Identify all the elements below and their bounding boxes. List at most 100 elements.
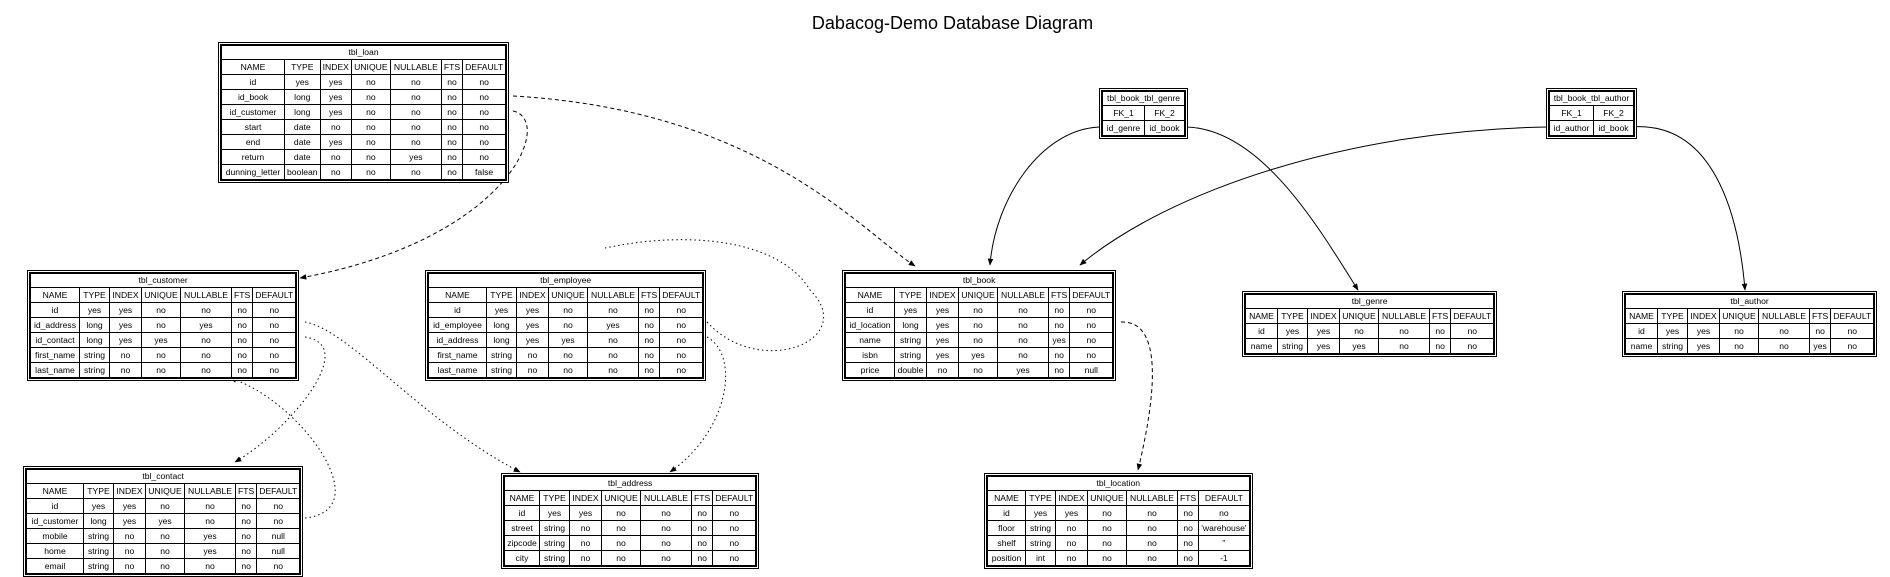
table-cell: price	[845, 362, 895, 378]
column-header: NULLABLE	[180, 287, 232, 303]
column-header: UNIQUE	[548, 287, 588, 303]
table-cell: yes	[109, 317, 142, 333]
edge-bookgenre-genre	[1181, 126, 1359, 291]
column-header: INDEX	[516, 287, 549, 303]
table-cell: no	[230, 362, 254, 378]
table-cell: no	[234, 558, 258, 574]
table-cell: no	[659, 302, 704, 318]
table-cell: zipcode	[504, 535, 540, 551]
table-cell: id	[221, 74, 285, 90]
table-cell: yes	[894, 302, 927, 318]
table-cell: yes	[180, 317, 232, 333]
table-cell: id	[26, 498, 84, 514]
table-cell: no	[1428, 323, 1452, 339]
table-cell: id_address	[428, 332, 487, 348]
column-header: FK_1	[1549, 105, 1594, 121]
table-cell: yes	[516, 332, 549, 348]
table-cell: street	[504, 520, 540, 536]
table-cell: string	[539, 535, 570, 551]
table-cell: no	[958, 302, 998, 318]
table-cell: no	[1069, 347, 1114, 363]
column-header: NULLABLE	[997, 287, 1049, 303]
table-cell: id	[30, 302, 80, 318]
column-header: TYPE	[1657, 308, 1688, 324]
table-cell: yes	[926, 347, 959, 363]
table-cell: no	[548, 362, 588, 378]
table-cell: no	[180, 362, 232, 378]
column-header: INDEX	[569, 490, 602, 506]
table-cell: no	[145, 543, 185, 559]
table-cell: no	[462, 89, 507, 105]
table-cell: long	[83, 513, 114, 529]
table-cell: no	[1830, 338, 1875, 354]
column-header: TYPE	[894, 287, 927, 303]
table-cell: id_address	[30, 317, 80, 333]
table-cell: string	[83, 528, 114, 544]
table-cell: id_employee	[428, 317, 487, 333]
entity-title: tbl_book_tbl_genre	[1102, 91, 1185, 105]
table-cell: date	[284, 134, 321, 150]
table-cell: isbn	[845, 347, 895, 363]
table-cell: yes	[184, 543, 236, 559]
table-cell: no	[252, 332, 297, 348]
table-cell: no	[997, 317, 1049, 333]
table-cell: no	[640, 550, 692, 566]
table-cell: no	[690, 535, 714, 551]
column-header: NULLABLE	[389, 59, 442, 75]
table-cell: string	[79, 362, 110, 378]
entity-title: tbl_customer	[30, 273, 297, 287]
table-cell: no	[601, 550, 641, 566]
table-cell: no	[113, 558, 146, 574]
table-cell: no	[637, 332, 661, 348]
column-header: UNIQUE	[1087, 490, 1127, 506]
column-header: NULLABLE	[640, 490, 692, 506]
entity-title: tbl_address	[504, 476, 757, 490]
table-cell: no	[462, 104, 507, 120]
table-cell: end	[221, 134, 285, 150]
table-cell: no	[1428, 338, 1452, 354]
table-cell: no	[1069, 302, 1114, 318]
table-cell: no	[252, 317, 297, 333]
table-cell: email	[26, 558, 84, 574]
column-header: NAME	[1245, 308, 1278, 324]
table-cell: yes	[587, 317, 639, 333]
table-cell: string	[1657, 338, 1688, 354]
column-header: FTS	[440, 59, 464, 75]
table-cell: no	[601, 520, 641, 536]
table-cell: string	[79, 347, 110, 363]
table-cell: no	[180, 332, 232, 348]
table-cell: no	[1378, 338, 1430, 354]
table-cell: no	[234, 543, 258, 559]
table-cell: no	[569, 550, 602, 566]
column-header: DEFAULT	[252, 287, 297, 303]
entity-title: tbl_book_tbl_author	[1549, 91, 1634, 105]
table-cell: long	[486, 332, 517, 348]
table-cell: no	[113, 543, 146, 559]
table-cell: no	[184, 558, 236, 574]
table-cell: yes	[1687, 323, 1720, 339]
table-cell: no	[569, 520, 602, 536]
table-cell: no	[1055, 535, 1088, 551]
table-cell: null	[256, 528, 301, 544]
table-cell: no	[1126, 535, 1178, 551]
column-header: INDEX	[1307, 308, 1340, 324]
table-cell: no	[350, 74, 391, 90]
table-cell: name	[1625, 338, 1658, 354]
table-cell: no	[659, 332, 704, 348]
table-cell: no	[958, 362, 998, 378]
table-cell: no	[548, 317, 588, 333]
column-header: FK_2	[1144, 105, 1185, 121]
